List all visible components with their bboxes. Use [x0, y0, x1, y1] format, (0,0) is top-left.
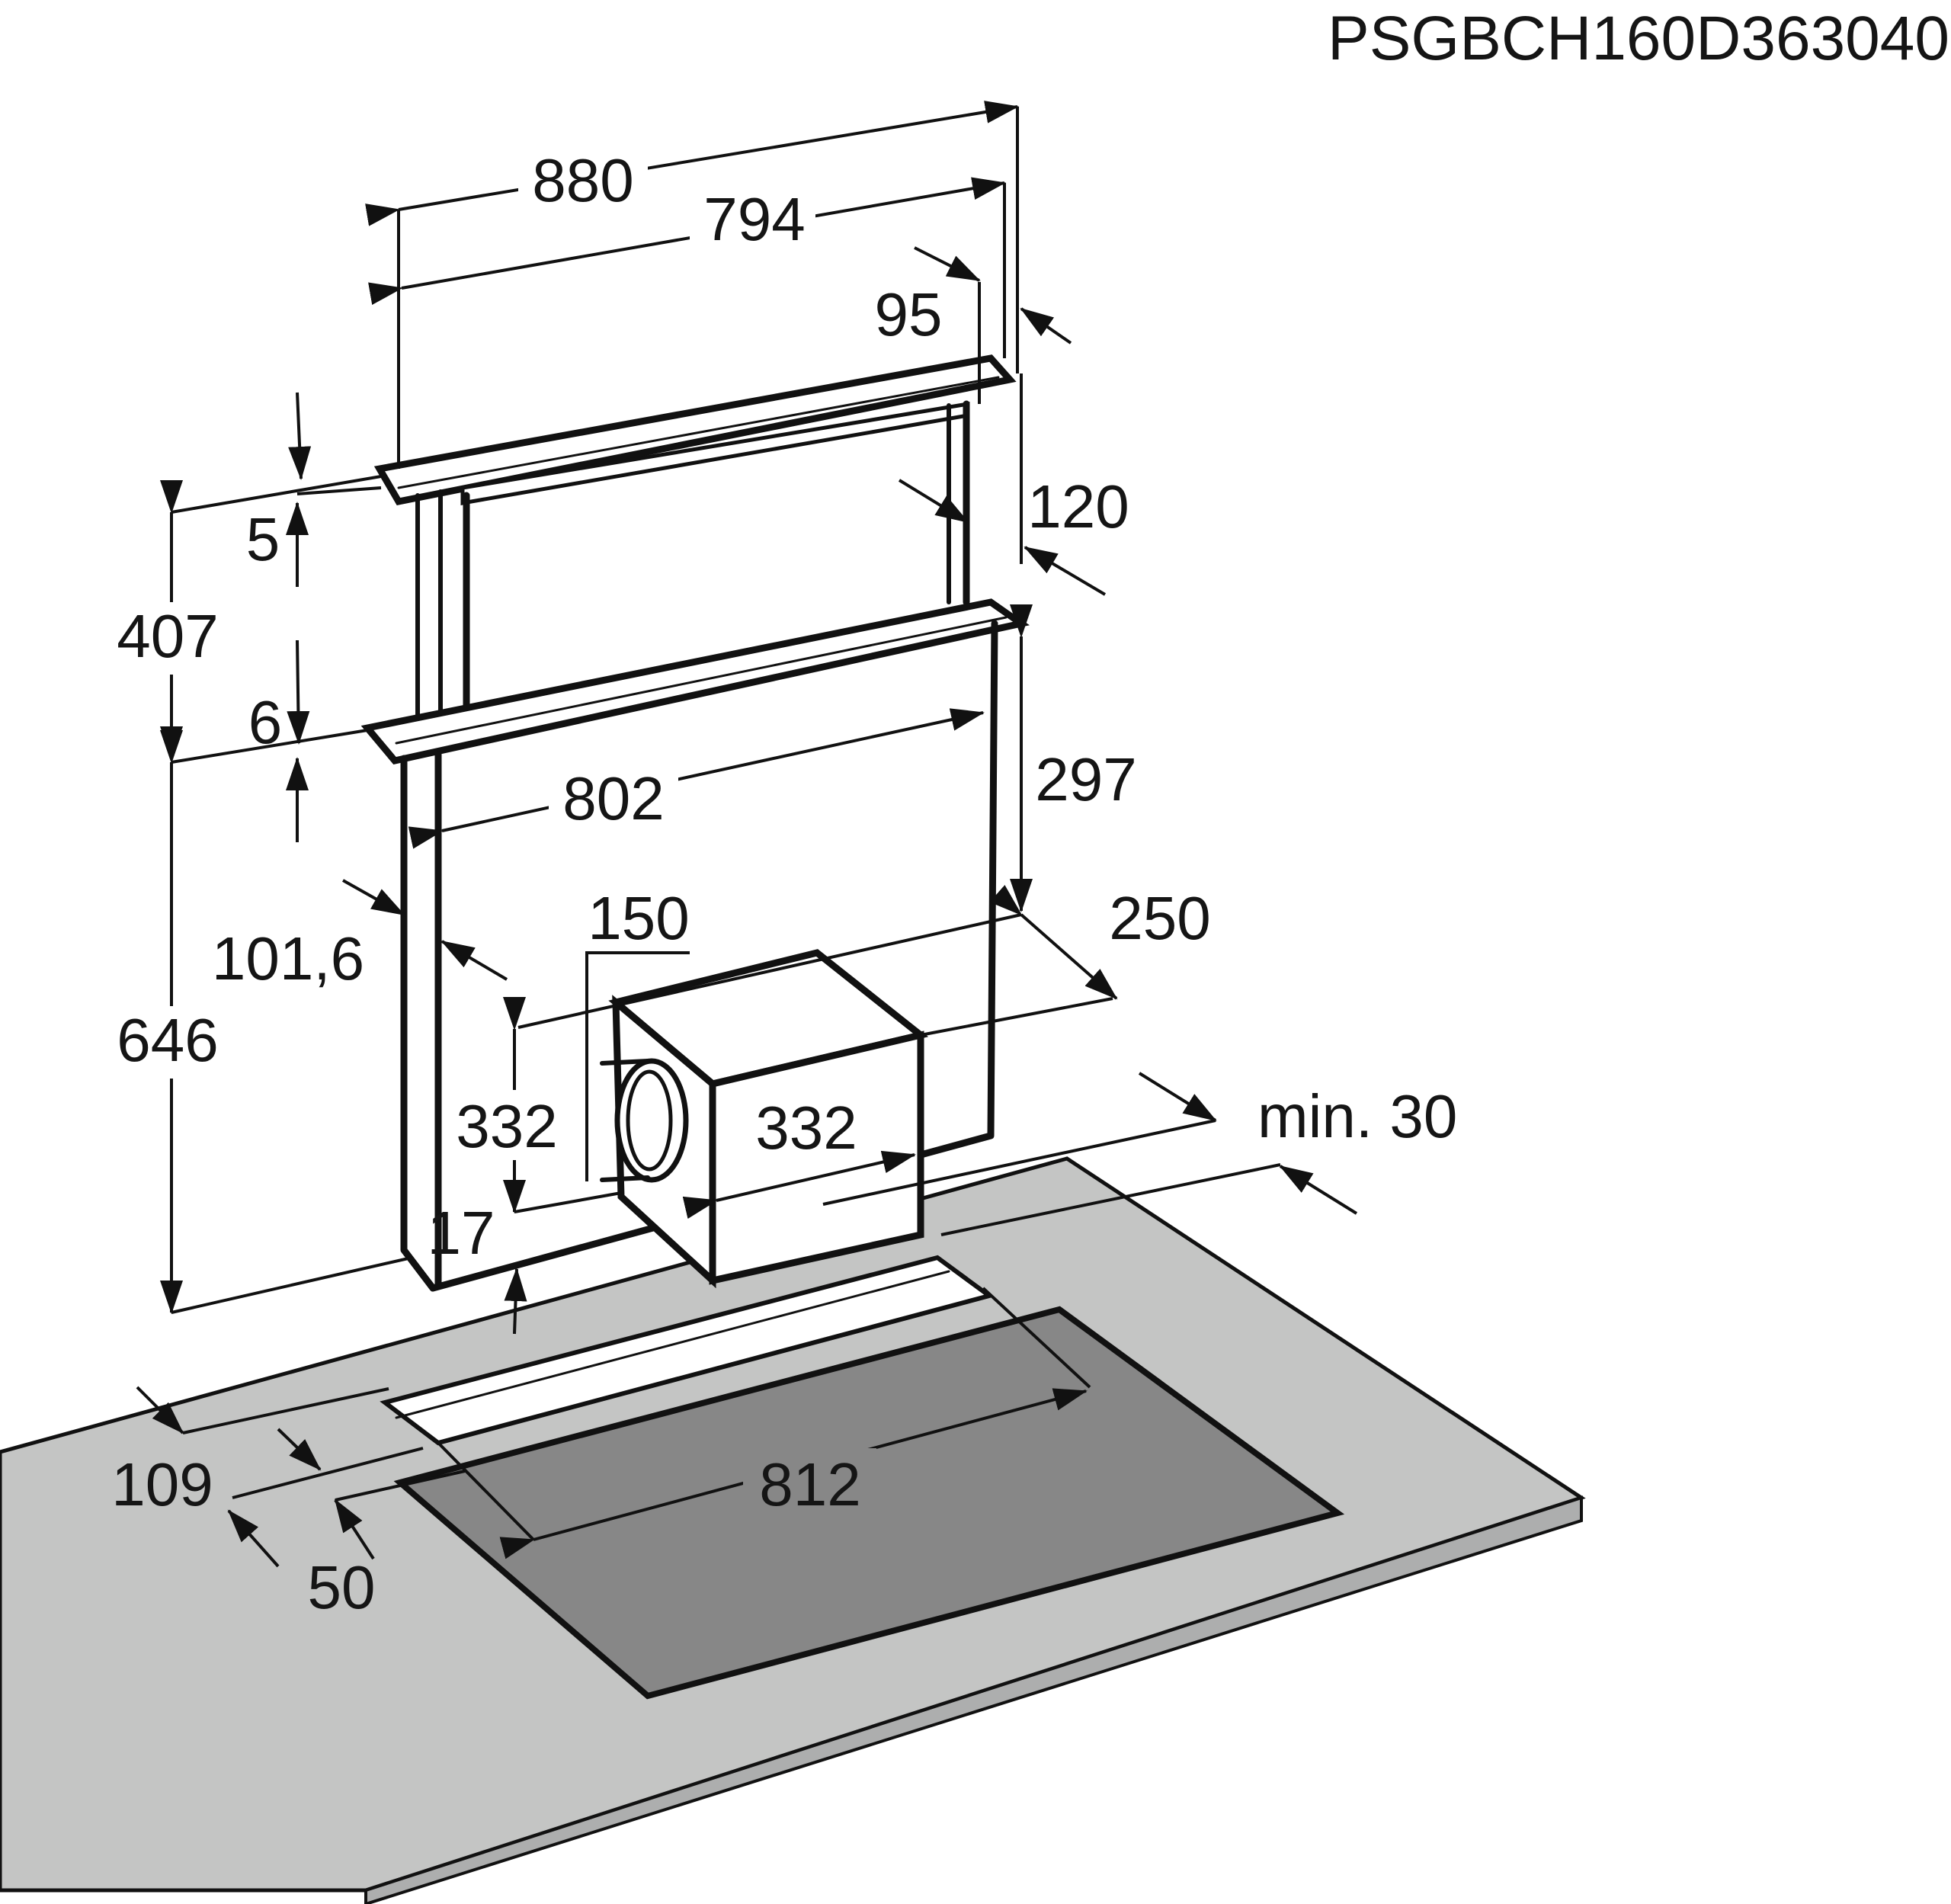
model-code: PSGBCH160D363040 — [1328, 4, 1949, 73]
dimension-labels: PSGBCH160D363040 880 794 95 120 5 407 6 … — [103, 0, 1951, 1621]
label-body-depth: 101,6 — [212, 925, 364, 992]
dimension-lines — [136, 101, 1358, 1568]
label-motor-depth: 250 — [1109, 884, 1210, 952]
label-upper-height: 407 — [117, 602, 218, 670]
label-inner-width: 794 — [703, 185, 805, 253]
label-duct-diameter: 150 — [588, 884, 689, 952]
label-edge-offset: 50 — [308, 1553, 376, 1621]
label-lower-height: 646 — [117, 1006, 218, 1074]
label-overall-width: 880 — [532, 146, 633, 214]
label-hob-width: 812 — [759, 1450, 860, 1518]
label-top-cap: 5 — [246, 505, 280, 573]
label-right-height: 297 — [1035, 745, 1136, 813]
label-min-clearance: min. 30 — [1257, 1082, 1457, 1150]
label-bottom-offset: 17 — [428, 1199, 495, 1267]
label-top-depth: 95 — [875, 280, 943, 348]
label-motor-height: 332 — [456, 1092, 557, 1160]
label-mid-cap: 6 — [248, 688, 283, 756]
label-total-depth: 120 — [1027, 473, 1129, 540]
label-motor-width: 332 — [755, 1094, 857, 1162]
label-cutout-depth: 109 — [111, 1450, 213, 1518]
label-lower-width: 802 — [562, 764, 664, 832]
